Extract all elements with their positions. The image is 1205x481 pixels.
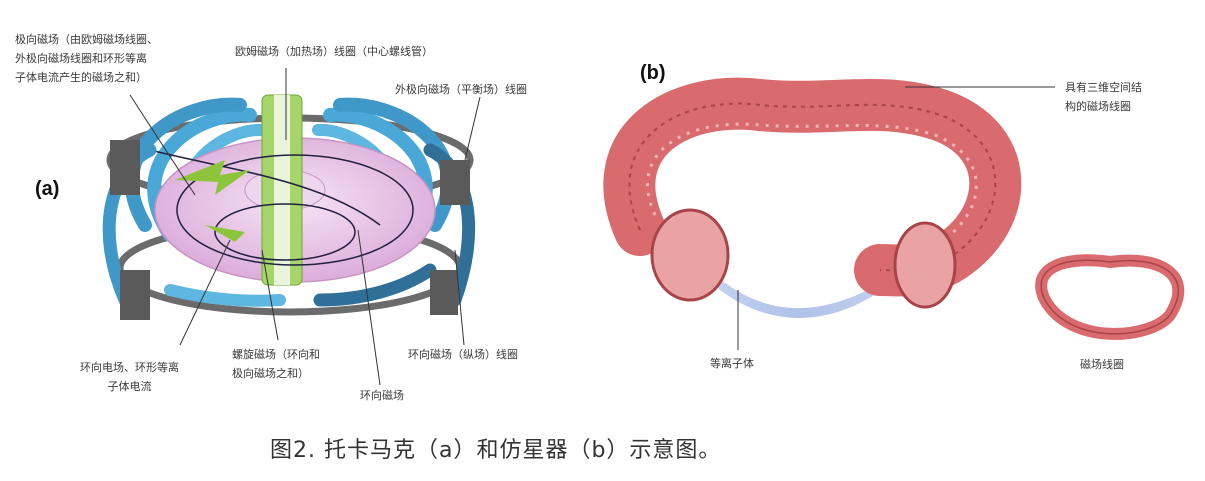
label-toroidal-field: 环向磁场 xyxy=(360,389,404,402)
panel-label-a: (a) xyxy=(35,178,60,200)
field-lines xyxy=(149,149,414,266)
label-coil: 磁场线圈 xyxy=(1080,358,1124,371)
stellarator-coil-ring-detail xyxy=(628,102,997,272)
leader-lines-a xyxy=(129,68,481,386)
tokamak-diagram xyxy=(102,68,481,386)
single-coil xyxy=(1035,254,1185,340)
figure-caption: 图2. 托卡马克（a）和仿星器（b）示意图。 xyxy=(270,438,722,463)
label-outer-poloidal-coil: 外极向磁场（平衡场）线圈 xyxy=(395,83,527,96)
label-toroidal-coil: 环向磁场（纵场）线圈 xyxy=(408,348,518,361)
coil-end-right xyxy=(893,221,957,309)
leader-lines-b xyxy=(737,86,1055,350)
label-plasma: 等离子体 xyxy=(710,357,754,370)
label-poloidal-field: 极向磁场（由欧姆磁场线圈、 外极向磁场线圈和环形等离 子体电流产生的磁场之和） xyxy=(15,33,158,84)
stellarator-plasma xyxy=(690,250,910,318)
coil-end-left xyxy=(650,208,730,302)
label-3d-coils: 具有三维空间结 构的磁场线圈 xyxy=(1065,81,1142,113)
label-toroidal-current: 环向电场、环形等离 子体电流 xyxy=(80,361,179,393)
coil-blocks xyxy=(110,140,470,320)
green-arrows xyxy=(175,160,250,242)
stellarator-diagram xyxy=(603,77,1185,350)
label-helical-field: 螺旋磁场（环向和 极向磁场之和） xyxy=(232,348,320,380)
central-solenoid-core xyxy=(274,95,290,285)
panel-label-b: (b) xyxy=(640,62,666,84)
label-ohmic-coil: 欧姆磁场（加热场）线圈（中心螺线管） xyxy=(235,45,433,58)
